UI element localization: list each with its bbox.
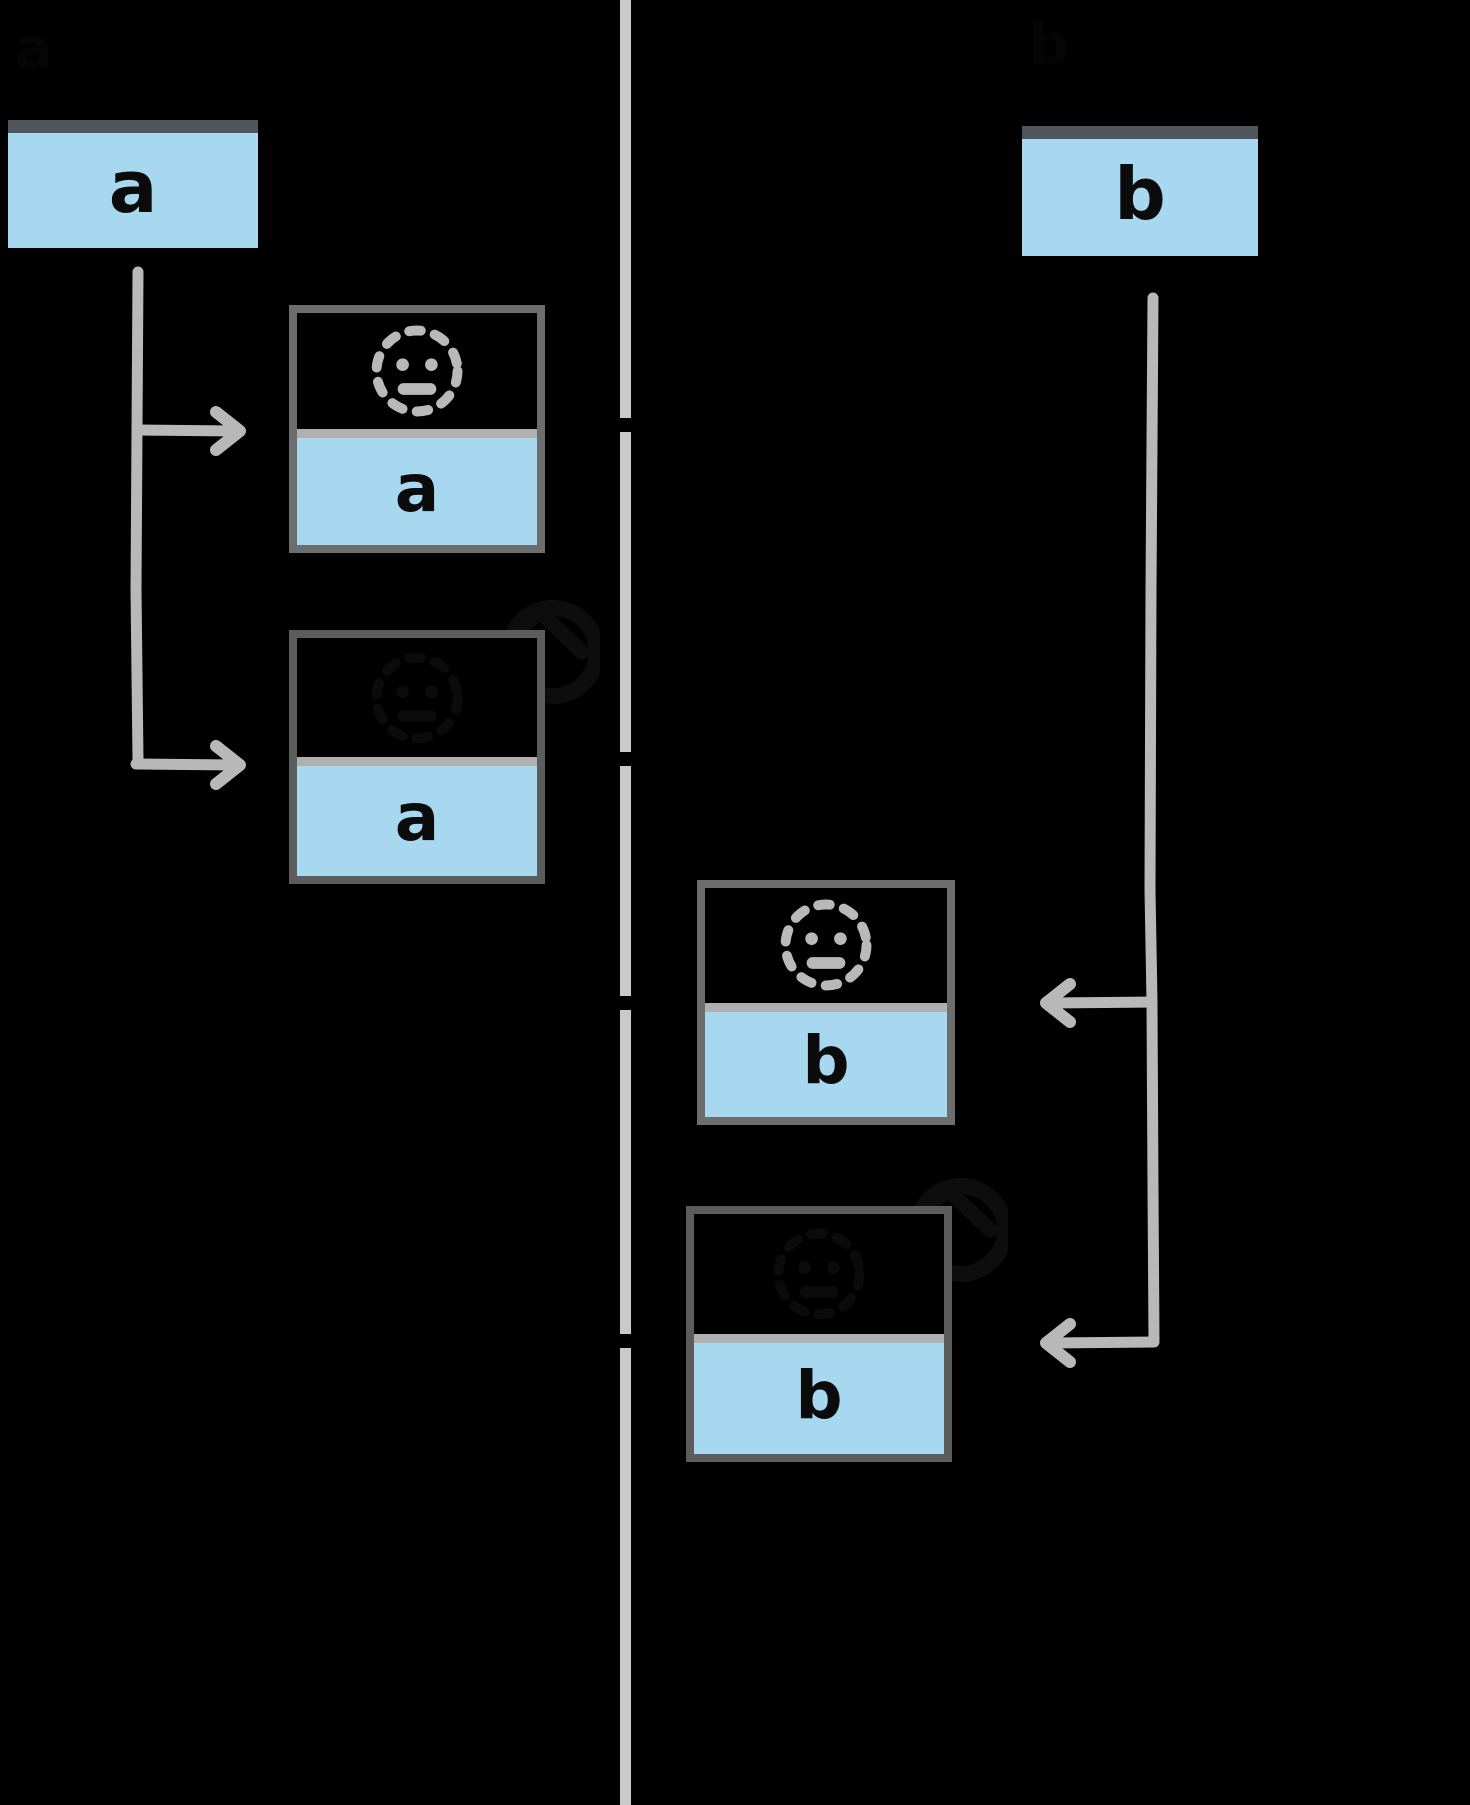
replica-card-a-1-icon-area [297, 313, 537, 438]
header-box-a-label: a [108, 144, 158, 229]
replica-card-b-2[interactable]: b [686, 1206, 952, 1462]
right-column-title: b [1028, 10, 1071, 78]
replica-card-a-1-label: a [394, 449, 440, 527]
left-column-title: a [14, 14, 55, 82]
replica-card-b-2-label-area: b [694, 1343, 944, 1454]
replica-card-a-2-label: a [394, 779, 440, 856]
connector-a-to-cards [120, 260, 260, 790]
center-divider [618, 0, 633, 1805]
replica-card-b-2-icon-area [694, 1214, 944, 1343]
replica-card-b-1[interactable]: b [697, 880, 955, 1125]
replica-card-b-1-icon-area [705, 888, 947, 1012]
replica-card-a-1[interactable]: a [289, 305, 545, 553]
dashed-circle-smiley-icon [371, 652, 463, 743]
replica-card-a-2-icon-area [297, 638, 537, 766]
replica-card-b-1-label-area: b [705, 1011, 947, 1117]
header-box-b-label: b [1114, 151, 1166, 236]
replica-card-a-1-label-area: a [297, 438, 537, 545]
replica-card-a-2[interactable]: a [289, 630, 545, 884]
dashed-circle-smiley-icon [773, 1228, 865, 1320]
dashed-circle-smiley-icon [371, 325, 463, 417]
connector-b-to-cards [1020, 290, 1180, 1368]
dashed-circle-smiley-icon [780, 899, 872, 991]
replica-card-b-2-label: b [795, 1356, 843, 1434]
header-box-b[interactable]: b [1022, 126, 1258, 256]
header-box-a[interactable]: a [8, 120, 258, 248]
replica-card-b-1-label: b [802, 1022, 850, 1100]
replica-card-a-2-label-area: a [297, 766, 537, 876]
